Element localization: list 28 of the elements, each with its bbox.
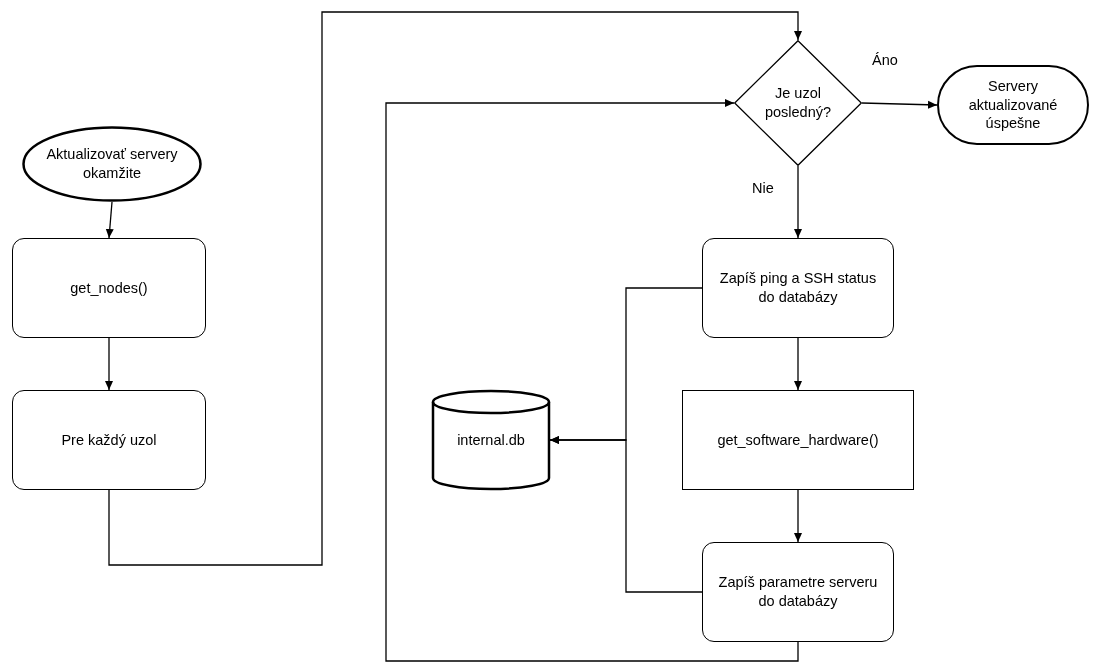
arrow [794,489,802,543]
database-cylinder [432,390,550,490]
arrow [861,100,938,109]
edge-label: Áno [870,52,900,68]
process-box [682,390,914,490]
arrow [385,99,799,662]
node-label: Servery aktualizované úspešne [967,76,1059,134]
node-label: Zapíš ping a SSH status do databázy [718,269,878,307]
node-label: get_software_hardware() [716,430,880,450]
edge-label: Nie [750,180,776,196]
node-label: Aktualizovať servery okamžite [45,145,179,183]
arrow [549,436,703,593]
arrow [794,165,802,239]
node-label: get_nodes() [69,278,149,298]
arrow [794,337,802,391]
process-box [12,390,206,490]
arrow [105,201,114,239]
node-label: internal.db [456,430,526,450]
arrow [105,337,113,391]
start-ellipse [22,126,202,202]
process-box [12,238,206,338]
node-label: Pre každý uzol [60,430,158,450]
decision-diamond [734,40,862,166]
process-box [702,238,894,338]
node-label: Je uzol posledný? [763,84,833,122]
node-label: Zapíš parametre serveru do databázy [717,573,879,611]
arrow [108,11,802,566]
process-box [702,542,894,642]
